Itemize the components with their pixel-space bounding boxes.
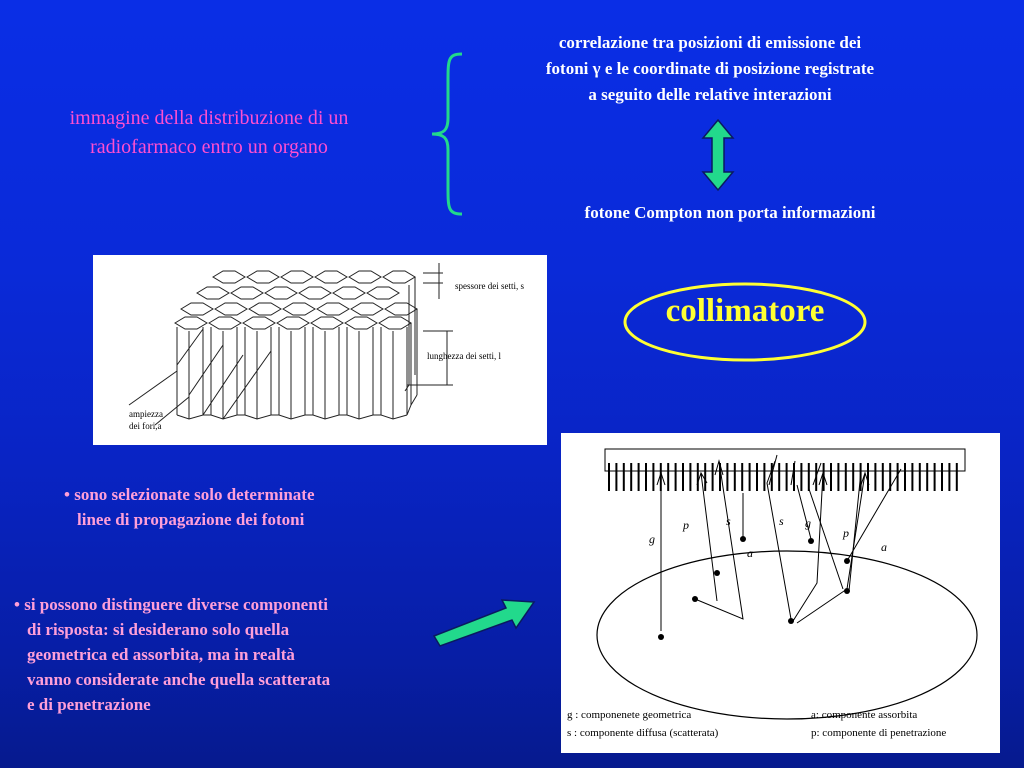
collimator-hexagon-figure: spessore dei setti, s lunghezza dei sett…: [93, 255, 547, 445]
bullet1-line-1: • sono selezionate solo determinate: [64, 485, 315, 504]
subject-text: immagine della distribuzione di un radio…: [14, 104, 404, 162]
collimator-oval: [623, 282, 867, 362]
septa-length-label: lunghezza dei setti, l: [427, 351, 501, 361]
diagonal-arrow-icon: [432, 599, 536, 647]
label-s1: s: [726, 514, 731, 528]
bullet2-line-3: geometrica ed assorbita, ma in realtà: [27, 645, 295, 664]
compton-text: fotone Compton non porta informazioni: [584, 203, 876, 222]
bullet-selected-lines: • sono selezionate solo determinate line…: [64, 482, 424, 532]
bullet-response-components: • si possono distinguere diverse compone…: [14, 592, 444, 717]
bullet2-line-2: di risposta: si desiderano solo quella: [27, 620, 290, 639]
curly-brace-icon: [431, 52, 463, 216]
legend-p: p: componente di penetrazione: [811, 727, 947, 739]
correlation-line-2: fotoni γ e le coordinate di posizione re…: [545, 59, 875, 78]
correlation-line-1: correlazione tra posizioni di emissione …: [558, 33, 862, 52]
label-p1: p: [682, 518, 689, 532]
correlation-line-3: a seguito delle relative interazioni: [588, 85, 832, 104]
label-g1: g: [649, 532, 655, 546]
legend-g: g : componenete geometrica: [567, 709, 692, 721]
septa-thickness-label: spessore dei setti, s: [455, 281, 524, 291]
collimator-label: collimatore: [665, 293, 825, 329]
label-p2: p: [842, 526, 849, 540]
collimator-schematic-figure: g p s a s g p a g : componenete geometri…: [561, 433, 1000, 753]
legend-s: s : componente diffusa (scatterata): [567, 727, 719, 739]
bullet2-line-5: e di penetrazione: [27, 695, 151, 714]
label-a1: a: [747, 546, 753, 560]
bullet1-line-2: linee di propagazione dei fotoni: [77, 510, 305, 529]
label-s2: s: [779, 514, 784, 528]
legend-a: a: componente assorbita: [811, 709, 918, 721]
label-g2: g: [805, 516, 811, 530]
label-a2: a: [881, 540, 887, 554]
correlation-text: correlazione tra posizioni di emissione …: [480, 30, 940, 108]
hole-width-label-2: dei fori,a: [129, 421, 162, 431]
hole-width-label-1: ampiezza: [129, 409, 163, 419]
bullet2-line-4: vanno considerate anche quella scatterat…: [27, 670, 331, 689]
subject-line-2: radiofarmaco entro un organo: [90, 136, 328, 158]
subject-line-1: immagine della distribuzione di un: [69, 107, 349, 129]
double-arrow-icon: [701, 118, 735, 192]
bullet2-line-1: • si possono distinguere diverse compone…: [14, 595, 329, 614]
